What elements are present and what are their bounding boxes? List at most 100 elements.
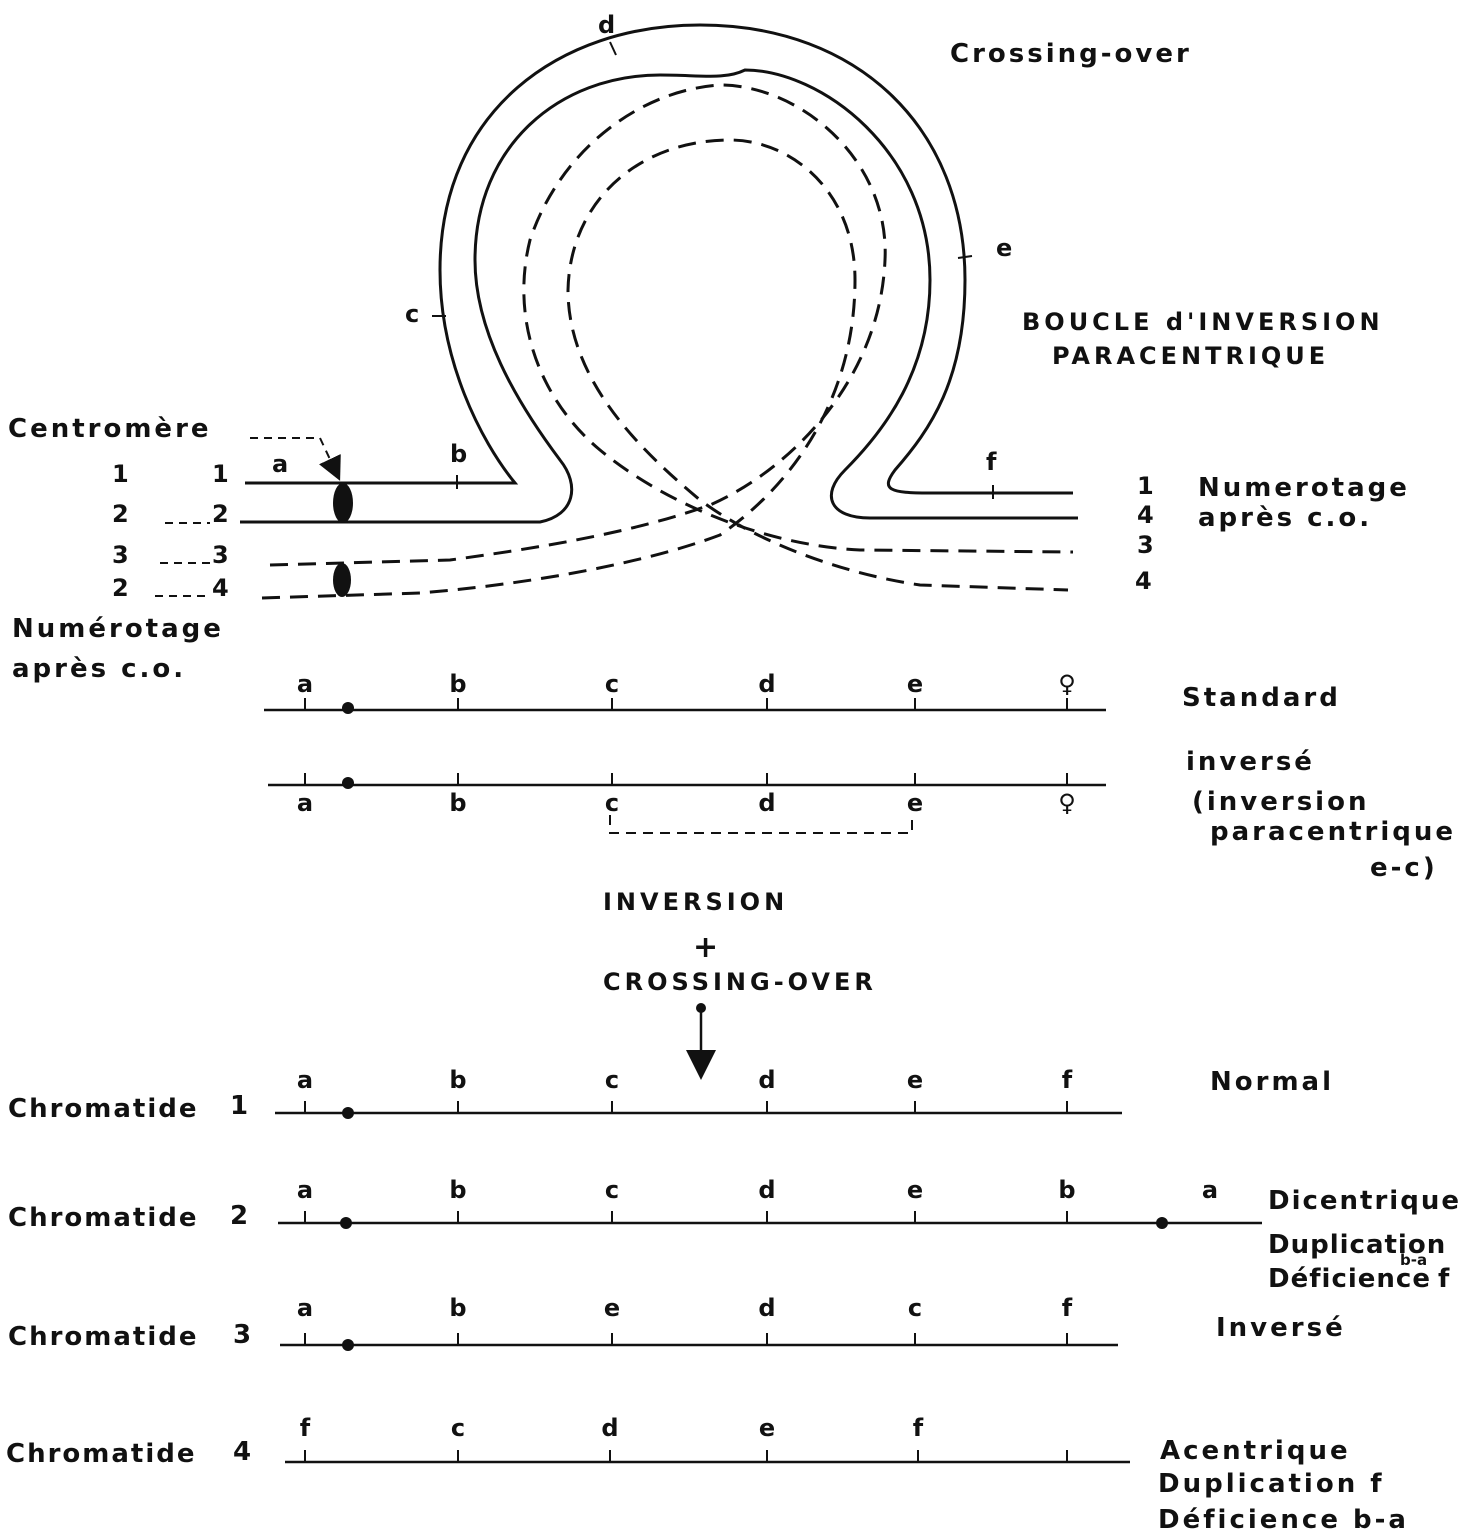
chromatid-2-result-ba: b-a [1400, 1251, 1427, 1269]
standard-gene-4: d [758, 670, 775, 698]
chromatid-1-num: 1 [230, 1091, 251, 1121]
chromatid-2-result-f: f [1438, 1264, 1452, 1294]
middle-title-line2: CROSSING-OVER [603, 968, 877, 996]
chromatid-1-label: Chromatide [8, 1094, 199, 1124]
middle-plus: + [693, 930, 718, 965]
chromatid-1-gene-4: d [758, 1066, 775, 1094]
chromatid-1-gene-1: a [297, 1066, 313, 1094]
left-numbering: 1 2 3 2 1 2 3 4 [112, 460, 229, 602]
crossing-over-title: Crossing-over [950, 39, 1192, 69]
chromatid-1-gene-5: e [907, 1066, 923, 1094]
inversion-bracket [610, 815, 912, 833]
standard-gene-5: e [907, 670, 923, 698]
left-num-before-2: 2 [112, 500, 129, 528]
inverse-gene-4: d [758, 789, 775, 817]
chromatid-3-label: Chromatide [8, 1322, 199, 1352]
chromatid-4-gene-5: f [913, 1414, 924, 1442]
chromatid-3-gene-6: f [1062, 1294, 1073, 1322]
chromatid-2-label: Chromatide [8, 1203, 199, 1233]
chromatid-4-label: Chromatide [6, 1439, 197, 1469]
right-num-2: 4 [1137, 501, 1154, 529]
loop-gene-d: d [598, 11, 615, 39]
centromere-label: Centromère [8, 414, 212, 444]
centromere-lower [333, 563, 351, 597]
right-num-3: 3 [1137, 531, 1154, 559]
chromatid-2-gene-6: b [1058, 1176, 1075, 1204]
centromere-pointer [250, 438, 335, 470]
chromatid-4-line: fcdef [285, 1414, 1130, 1462]
inverse-chromosome: a b c d e ♀ [268, 773, 1106, 833]
inverse-gene-2: b [449, 789, 466, 817]
left-numbering-label-1: Numérotage [12, 614, 224, 644]
chromatid-4-result-3: Déficience b-a [1158, 1505, 1409, 1535]
loop-strand-1 [245, 25, 1073, 493]
loop-strand-4 [262, 140, 1068, 598]
standard-label: Standard [1182, 683, 1341, 713]
standard-centromere [342, 702, 354, 714]
chromatid-2-gene-1: a [297, 1176, 313, 1204]
chromatid-3-result: Inversé [1216, 1313, 1346, 1343]
inverse-ticks [305, 773, 1067, 785]
chromatid-2-gene-5: e [907, 1176, 923, 1204]
chromatid-3-gene-4: d [758, 1294, 775, 1322]
right-numbering-label-1: Numerotage [1198, 473, 1410, 503]
chromatid-3-gene-3: e [604, 1294, 620, 1322]
chromatid-4-gene-2: c [451, 1414, 465, 1442]
standard-gene-6: ♀ [1058, 670, 1076, 698]
inverse-gene-5: e [907, 789, 923, 817]
inversion-loop [240, 25, 1078, 598]
loop-strand-2 [240, 70, 1078, 522]
chromatid-2-centromere-2 [1156, 1217, 1168, 1229]
inverse-gene-3: c [605, 789, 619, 817]
chromatid-2-result-1: Dicentrique [1268, 1186, 1459, 1216]
chromatid-1-gene-6: f [1062, 1066, 1073, 1094]
standard-gene-1: a [297, 670, 313, 698]
inverse-gene-6: ♀ [1058, 789, 1076, 817]
left-numbering-label-2: après c.o. [12, 654, 186, 684]
loop-gene-e: e [996, 234, 1012, 262]
inverse-label-4: e-c) [1370, 853, 1438, 883]
inverse-label-2: (inversion [1192, 787, 1369, 817]
loop-gene-f: f [986, 448, 997, 476]
left-num-before-4: 2 [112, 574, 129, 602]
right-num-1: 1 [1137, 472, 1154, 500]
right-num-4: 4 [1135, 567, 1152, 595]
chromatid-1-line: a b c d e f [275, 1066, 1122, 1119]
left-num-after-2: 2 [212, 500, 229, 528]
inverse-gene-1: a [297, 789, 313, 817]
chromatid-4-result-1: Acentrique [1160, 1436, 1351, 1466]
left-num-after-3: 3 [212, 541, 229, 569]
inverse-label-3: paracentrique [1210, 817, 1456, 847]
loop-gene-c: c [405, 300, 419, 328]
chromatid-3-centromere-1 [342, 1339, 354, 1351]
middle-title-line1: INVERSION [603, 888, 788, 916]
standard-gene-2: b [449, 670, 466, 698]
inverse-genes: a b c d e ♀ [297, 789, 1076, 817]
chromatid-3-gene-1: a [297, 1294, 313, 1322]
chromatid-4-result-2: Duplication f [1158, 1469, 1385, 1499]
right-numbering: 1 4 3 4 [1135, 472, 1154, 595]
chromatid-1-result: Normal [1210, 1067, 1334, 1097]
chromatid-4-num: 4 [233, 1437, 254, 1467]
left-num-after-1: 1 [212, 460, 229, 488]
chromatid-2-gene-7: a [1202, 1176, 1218, 1204]
chromatid-2-gene-4: d [758, 1176, 775, 1204]
left-num-after-4: 4 [212, 574, 229, 602]
boucle-title-line1: BOUCLE d'INVERSION [1022, 308, 1384, 336]
chromatid-1-gene-2: b [449, 1066, 466, 1094]
standard-ticks [305, 698, 1067, 710]
chromatid-2-centromere-1 [340, 1217, 352, 1229]
inverse-label-1: inversé [1186, 747, 1315, 777]
loop-gene-b: b [450, 440, 467, 468]
chromatid-4-gene-4: e [759, 1414, 775, 1442]
chromatid-3-gene-5: c [908, 1294, 922, 1322]
left-num-before-1: 1 [112, 460, 129, 488]
chromatid-3-gene-2: b [449, 1294, 466, 1322]
chromatid-1-gene-3: c [605, 1066, 619, 1094]
